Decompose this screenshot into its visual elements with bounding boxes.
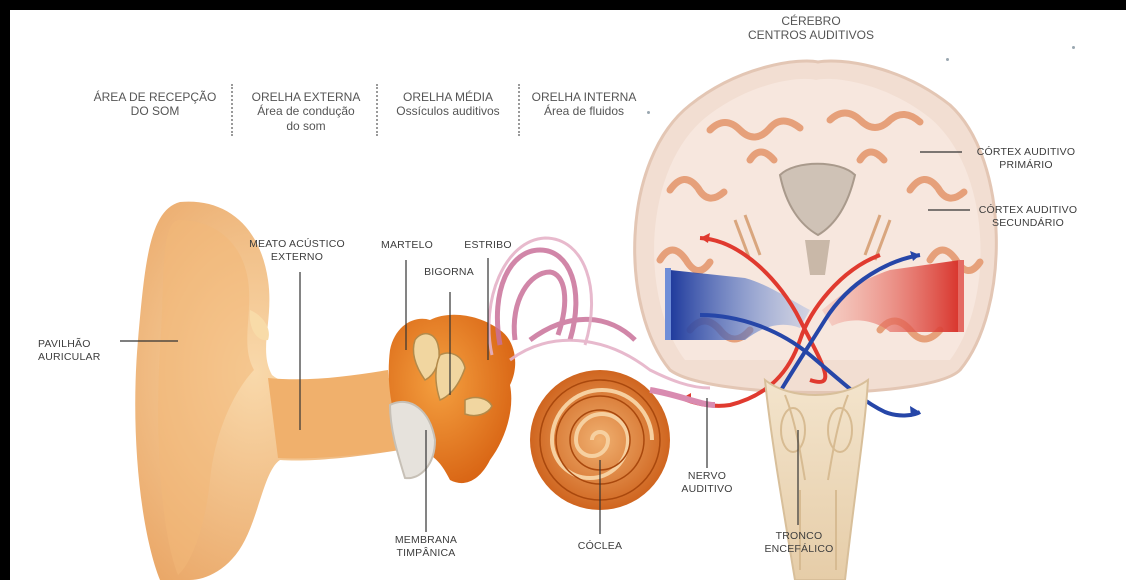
header-subtitle: Área de fluidos <box>520 104 648 118</box>
label-bigorna: BIGORNA <box>416 266 482 279</box>
label-nervo-auditivo: NERVO AUDITIVO <box>672 470 742 495</box>
decorative-dot <box>946 58 949 61</box>
label-meato: MEATO ACÚSTICO EXTERNO <box>242 238 352 263</box>
label-cortex-secondary: CÓRTEX AUDITIVO SECUNDÁRIO <box>968 204 1088 229</box>
header-subtitle: Ossículos auditivos <box>380 104 516 118</box>
label-line: PRIMÁRIO <box>966 159 1086 172</box>
brain-title-line: CENTROS AUDITIVOS <box>726 28 896 42</box>
label-line: SECUNDÁRIO <box>968 217 1088 230</box>
header-subtitle: Área de condução <box>236 104 376 118</box>
label-line: MEATO ACÚSTICO <box>242 238 352 251</box>
header-title: ÁREA DE RECEPÇÃO <box>80 90 230 104</box>
header-column-middle-ear: ORELHA MÉDIA Ossículos auditivos <box>380 90 516 119</box>
label-line: TIMPÂNICA <box>384 547 468 560</box>
label-cortex-primary: CÓRTEX AUDITIVO PRIMÁRIO <box>966 146 1086 171</box>
label-estribo: ESTRIBO <box>458 239 518 252</box>
label-coclea: CÓCLEA <box>570 540 630 553</box>
label-line: PAVILHÃO <box>38 338 118 351</box>
label-martelo: MARTELO <box>376 239 438 252</box>
header-column-outer-ear: ORELHA EXTERNA Área de condução do som <box>236 90 376 133</box>
header-column-inner-ear: ORELHA INTERNA Área de fluidos <box>520 90 648 119</box>
label-line: CÓRTEX AUDITIVO <box>966 146 1086 159</box>
header-separator <box>376 84 378 136</box>
decorative-dot <box>647 111 650 114</box>
brain-title-line: CÉREBRO <box>726 14 896 28</box>
header-subtitle: do som <box>236 119 376 133</box>
label-line: MEMBRANA <box>384 534 468 547</box>
label-line: NERVO <box>672 470 742 483</box>
header-separator <box>231 84 233 136</box>
header-column-reception: ÁREA DE RECEPÇÃO DO SOM <box>80 90 230 119</box>
brain-illustration <box>635 61 997 417</box>
header-title: ORELHA EXTERNA <box>236 90 376 104</box>
middle-ear-illustration <box>389 315 516 483</box>
header-subtitle: DO SOM <box>80 104 230 118</box>
label-pavilhao: PAVILHÃO AURICULAR <box>38 338 118 363</box>
label-line: TRONCO <box>754 530 844 543</box>
label-line: ENCEFÁLICO <box>754 543 844 556</box>
header-title: ORELHA INTERNA <box>520 90 648 104</box>
label-line: EXTERNO <box>242 251 352 264</box>
brain-title: CÉREBRO CENTROS AUDITIVOS <box>726 14 896 43</box>
decorative-dot <box>1072 46 1075 49</box>
header-title: ORELHA MÉDIA <box>380 90 516 104</box>
label-line: CÓRTEX AUDITIVO <box>968 204 1088 217</box>
label-tronco-encefalico: TRONCO ENCEFÁLICO <box>754 530 844 555</box>
diagram-frame: ÁREA DE RECEPÇÃO DO SOM ORELHA EXTERNA Á… <box>10 10 1126 580</box>
label-line: AURICULAR <box>38 351 118 364</box>
label-membrana-timpanica: MEMBRANA TIMPÂNICA <box>384 534 468 559</box>
label-line: AUDITIVO <box>672 483 742 496</box>
